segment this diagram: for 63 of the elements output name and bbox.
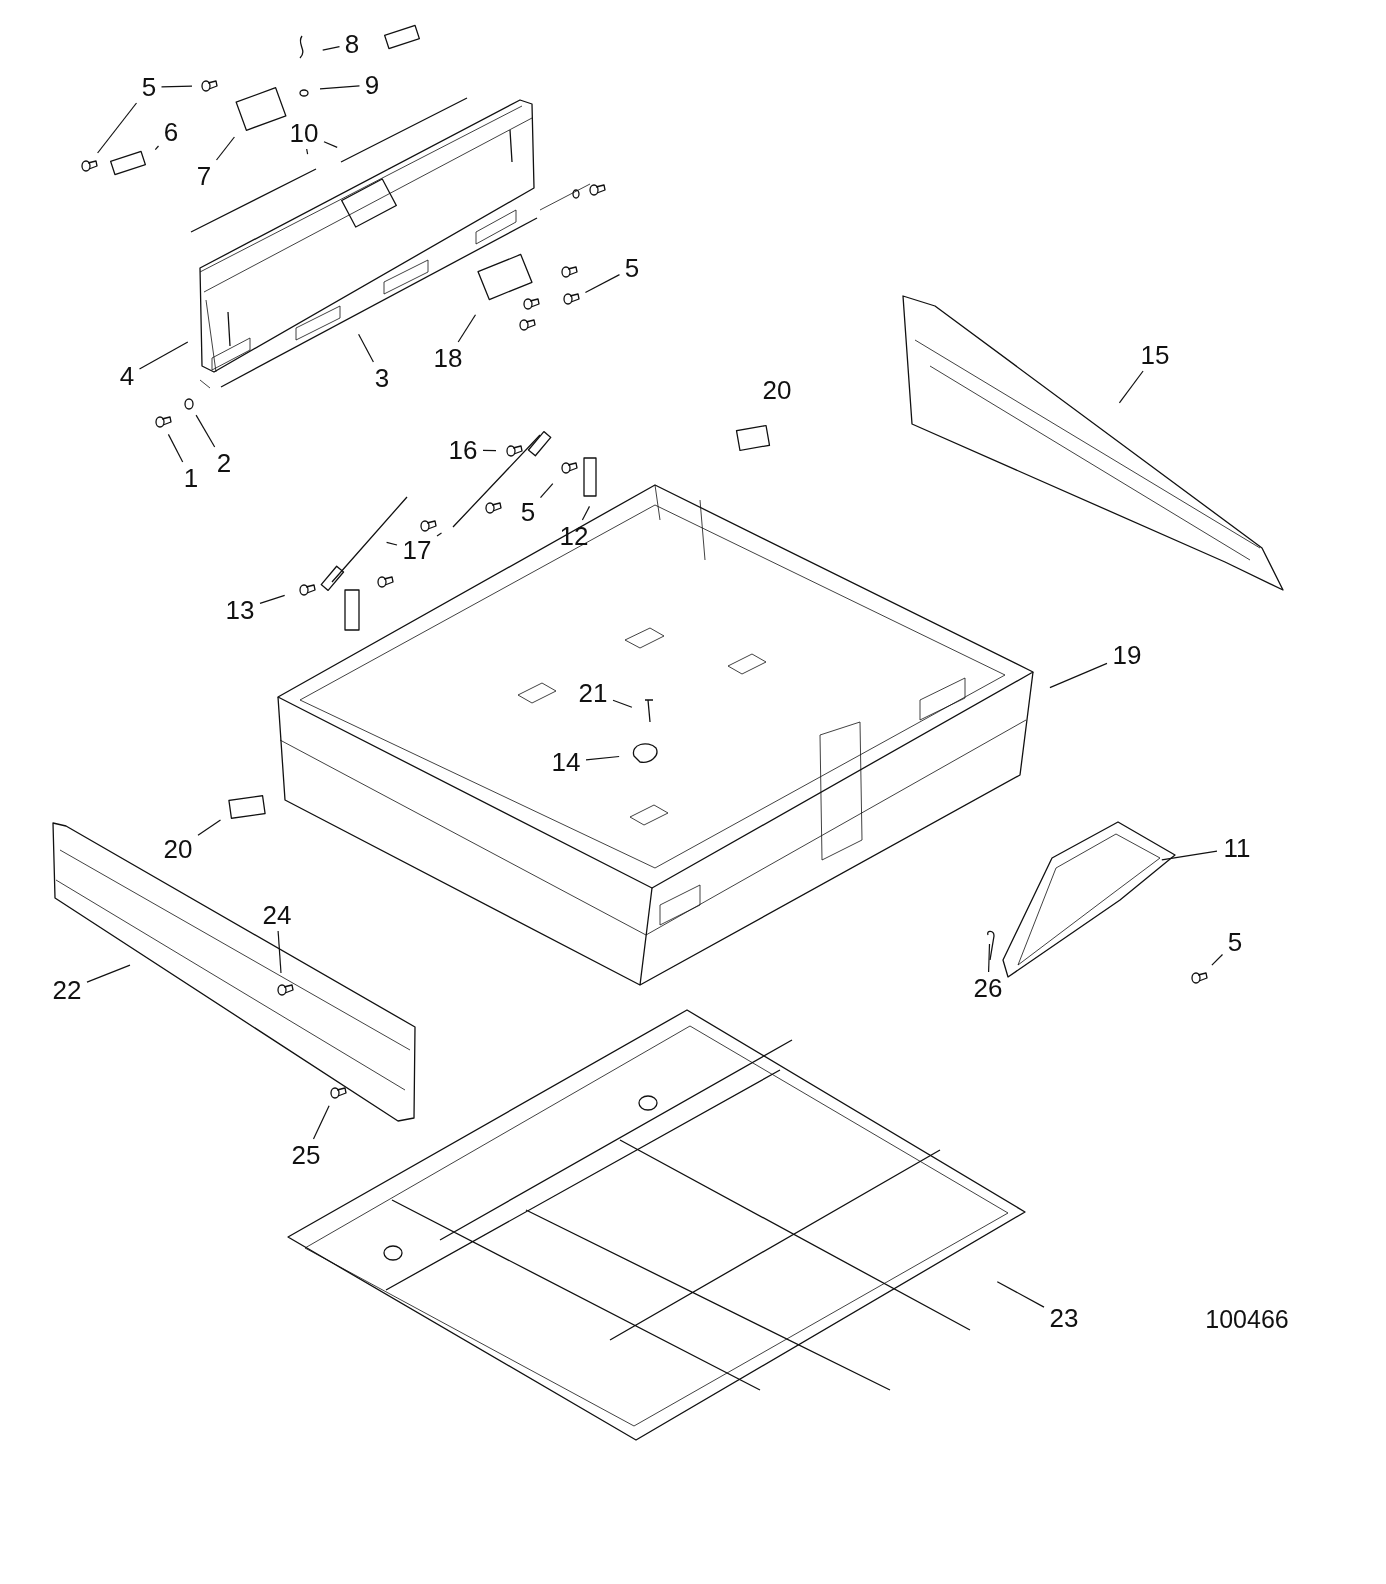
leader-line [1211, 953, 1224, 966]
callout-number: 17 [401, 536, 433, 564]
callout-number: 5 [140, 73, 158, 101]
callout-number: 5 [623, 254, 641, 282]
leader-line [482, 449, 497, 452]
callout-number: 23 [1048, 1304, 1080, 1332]
callout-number: 7 [195, 162, 213, 190]
leader-line [86, 964, 131, 983]
callout-number: 19 [1111, 641, 1143, 669]
callout-number: 1 [182, 464, 200, 492]
leader-line [319, 85, 361, 90]
leader-line [167, 433, 184, 463]
leader-line [323, 141, 338, 148]
leader-line [312, 1105, 330, 1140]
leader-line [154, 145, 160, 151]
callout-number: 13 [224, 596, 256, 624]
callout-number: 20 [162, 835, 194, 863]
callout-number: 14 [550, 748, 582, 776]
leader-line [581, 505, 591, 521]
leader-line [1161, 850, 1218, 861]
callout-number: 5 [1226, 928, 1244, 956]
callout-number: 6 [162, 118, 180, 146]
leader-line [160, 85, 193, 88]
leader-line [612, 699, 633, 708]
callout-number: 11 [1222, 834, 1252, 862]
callout-number: 22 [51, 976, 83, 1004]
callout-number: 10 [288, 119, 320, 147]
callout-number: 20 [762, 376, 792, 404]
callout-number: 4 [118, 362, 136, 390]
callout-number: 25 [290, 1141, 322, 1169]
leader-line [539, 483, 554, 499]
callout-number: 16 [447, 436, 479, 464]
leader-line [1118, 370, 1144, 404]
callout-number: 21 [577, 679, 609, 707]
leader-line [457, 314, 477, 343]
leader-line [386, 541, 398, 546]
callout-number: 2 [215, 449, 233, 477]
leader-line [259, 594, 286, 604]
leader-line [277, 930, 282, 974]
leader-line [436, 532, 443, 537]
leader-line [138, 341, 189, 370]
leader-line [195, 414, 216, 448]
leader-line [322, 46, 341, 51]
leader-line [358, 333, 374, 363]
callout-number: 3 [373, 364, 391, 392]
callout-number: 5 [519, 498, 537, 526]
leader-line [996, 1281, 1045, 1308]
figure-number: 100466 [1205, 1305, 1289, 1333]
callout-number: 26 [972, 974, 1004, 1002]
leader-line [988, 943, 991, 973]
leader-line [215, 136, 235, 161]
callout-number: 18 [432, 344, 464, 372]
callout-number: 12 [558, 522, 590, 550]
leader-line [197, 819, 222, 836]
callout-number: 15 [1139, 341, 1171, 369]
leader-line [97, 102, 138, 154]
callout-number: 9 [363, 71, 381, 99]
leader-line [585, 755, 620, 761]
callout-number: 8 [343, 30, 361, 58]
leader-line [306, 148, 309, 155]
leader-line [584, 274, 621, 294]
leader-line [1049, 662, 1108, 689]
callout-number: 24 [261, 901, 293, 929]
